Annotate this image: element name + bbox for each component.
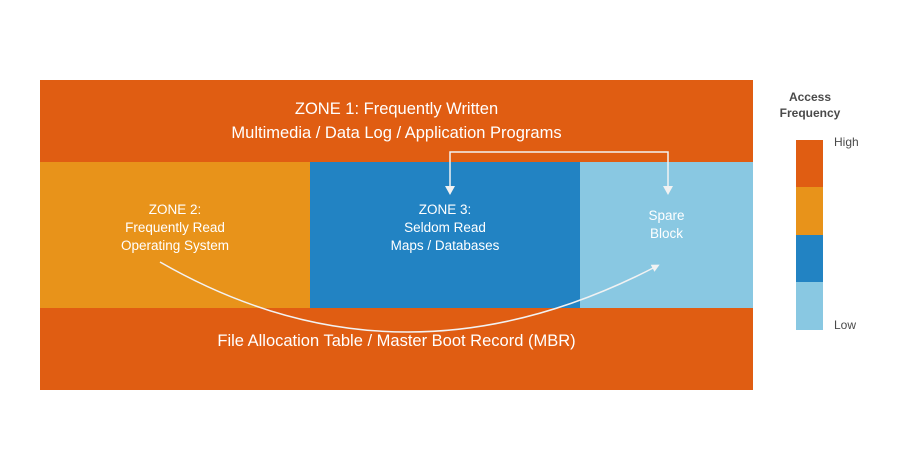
spare-label-line1: Spare xyxy=(648,208,685,223)
fat-mbr-block: File Allocation Table / Master Boot Reco… xyxy=(40,308,753,390)
legend-low-label: Low xyxy=(834,318,857,332)
legend-swatch-spare xyxy=(796,282,823,330)
legend-swatch-zone1 xyxy=(796,140,823,187)
legend-high-label: High xyxy=(834,135,859,149)
zone-3-contents: Maps / Databases xyxy=(390,238,500,253)
zone-2-title: ZONE 2: xyxy=(148,202,202,217)
legend-title-line2: Frequency xyxy=(779,106,841,120)
legend-title-line1: Access xyxy=(788,90,832,104)
legend-swatch-zone3 xyxy=(796,235,823,282)
zone-3-title: ZONE 3: xyxy=(418,202,472,217)
legend-title: Access Frequency xyxy=(770,89,850,121)
zone-1-subtitle: Multimedia / Data Log / Application Prog… xyxy=(231,124,562,142)
legend-swatch-zone2 xyxy=(796,187,823,235)
fat-mbr-label: File Allocation Table / Master Boot Reco… xyxy=(217,331,576,350)
zone-3-block: ZONE 3: Seldom Read Maps / Databases xyxy=(310,162,580,308)
zone-1-block: ZONE 1: Frequently Written Multimedia / … xyxy=(40,80,753,162)
zone-3-access: Seldom Read xyxy=(404,220,486,235)
zone-2-access: Frequently Read xyxy=(125,220,225,235)
zone-1-title: ZONE 1: Frequently Written xyxy=(294,100,499,118)
spare-label-line2: Block xyxy=(649,226,683,241)
spare-block: Spare Block xyxy=(580,162,753,308)
zone-2-contents: Operating System xyxy=(120,238,230,253)
zone-2-block: ZONE 2: Frequently Read Operating System xyxy=(40,162,310,308)
